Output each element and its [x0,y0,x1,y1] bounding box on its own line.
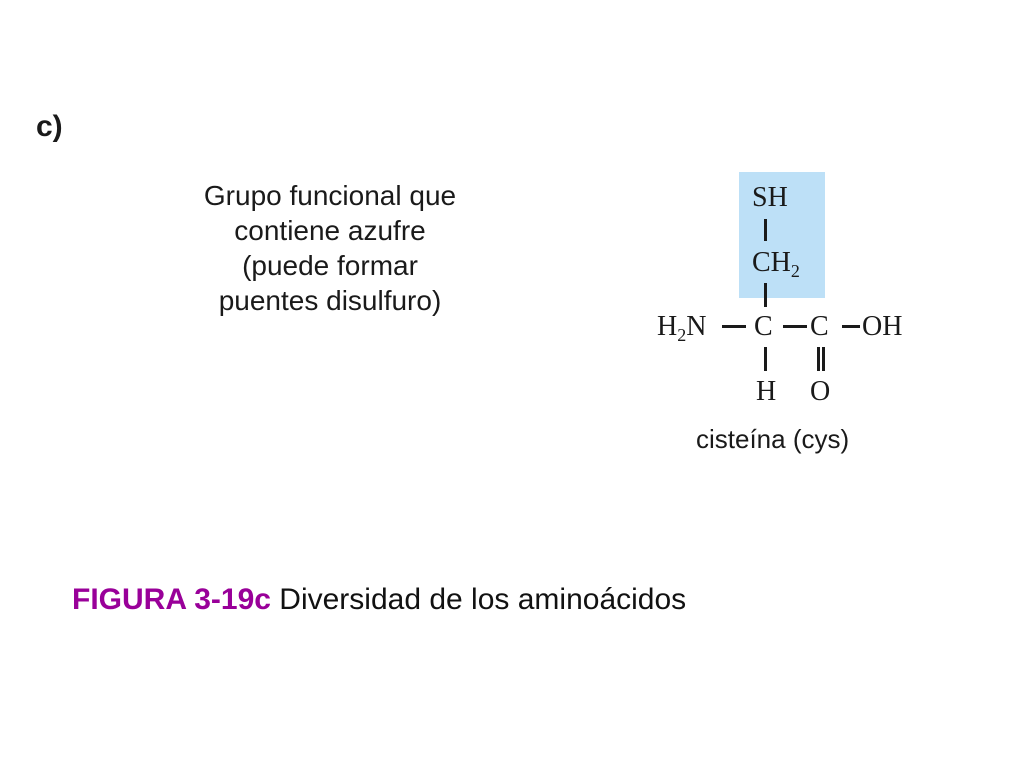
bond-sh-ch2 [764,219,767,241]
description-line: Grupo funcional que [203,180,457,211]
alpha-hydrogen: H [756,376,777,407]
figure-number: FIGURA 3-19c [72,583,271,616]
bond-c-double-o [817,347,825,371]
bond-ch2-alpha-c [764,283,767,307]
hydroxyl-group: OH [862,311,903,342]
thiol-group: SH [752,182,788,213]
side-chain-highlight [739,172,825,298]
amino-group: H2N [657,311,707,345]
figure-caption: FIGURA 3-19c Diversidad de los aminoácid… [72,583,686,617]
carbonyl-oxygen: O [810,376,831,407]
methylene-group: CH2 [752,247,800,281]
description-line: puentes disulfuro) [218,285,442,316]
figure-title: Diversidad de los aminoácidos [279,583,687,616]
functional-group-description: Grupo funcional que contiene azufre (pue… [150,178,510,318]
molecule-name: cisteína (cys) [696,424,850,454]
alpha-carbon: C [754,311,773,342]
panel-label: c) [36,110,63,143]
bond-c-oh [842,325,860,328]
bond-n-alpha-c [722,325,746,328]
carboxyl-carbon: C [810,311,829,342]
description-line: (puede formar [242,250,418,281]
bond-alpha-c-carboxyl-c [783,325,807,328]
bond-alpha-c-h [764,347,767,371]
description-line: contiene azufre [234,215,426,246]
